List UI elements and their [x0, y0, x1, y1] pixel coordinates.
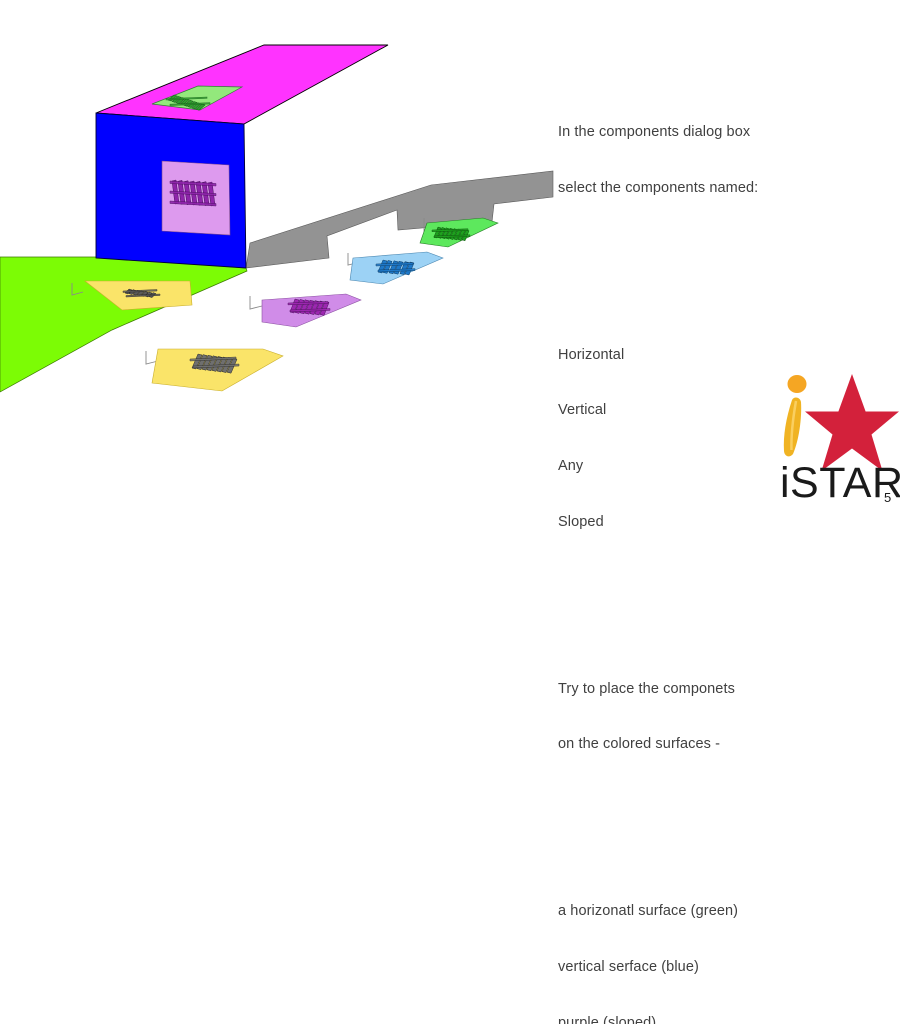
gray-floor-surface	[245, 170, 554, 269]
intro-line-2: select the components named:	[558, 179, 759, 196]
surface-green: a horizonatl surface (green)	[558, 903, 739, 920]
task-line-2: on the colored surfaces -	[558, 736, 721, 753]
surface-list: a horizonatl surface (green) vertical se…	[558, 865, 898, 1024]
instruction-panel: In the components dialog box select the …	[558, 30, 898, 1024]
component-horizontal-on-roof[interactable]	[151, 85, 244, 111]
component-name-sloped: Sloped	[558, 513, 604, 530]
component-name-any: Any	[558, 458, 584, 475]
component-vertical-on-wall[interactable]	[161, 160, 231, 236]
task-line-1: Try to place the componets	[558, 680, 735, 697]
model-viewport[interactable]	[0, 0, 910, 512]
component-vertical-on-purple[interactable]	[261, 293, 362, 328]
extruded-text-horizontal	[165, 94, 211, 111]
logo-i-dot	[787, 375, 807, 393]
logo-i-stem-highlight	[790, 400, 798, 451]
component-any-on-blue[interactable]	[349, 251, 444, 285]
extruded-text-any	[375, 259, 416, 276]
intro-line-1: In the components dialog box	[558, 123, 751, 140]
extruded-text-dark-upper	[122, 288, 161, 298]
extruded-text-vertical-wall	[169, 179, 217, 207]
task-block: Try to place the componets on the colore…	[558, 642, 898, 791]
extruded-text-dark-lower	[189, 353, 240, 374]
extruded-text-vertical-purple	[287, 298, 331, 316]
logo-star-icon	[805, 374, 899, 471]
component-sloped-on-green[interactable]	[419, 217, 499, 248]
component-name-vertical: Vertical	[558, 402, 607, 419]
intro-block: In the components dialog box select the …	[558, 86, 898, 235]
gray-floor-slab[interactable]	[245, 170, 554, 269]
extruded-text-sloped	[431, 226, 471, 242]
surface-blue: vertical serface (blue)	[558, 958, 699, 975]
surface-purple: purple (sloped)	[558, 1014, 657, 1024]
logo-superscript: 5	[884, 490, 891, 505]
istar-logo: iSTAR 5	[772, 366, 900, 506]
logo-wordmark: iSTAR	[780, 459, 900, 506]
component-name-horizontal: Horizontal	[558, 346, 625, 363]
component-dark-on-lower-yellow[interactable]	[151, 348, 284, 392]
component-dark-on-upper-yellow[interactable]	[84, 280, 193, 311]
